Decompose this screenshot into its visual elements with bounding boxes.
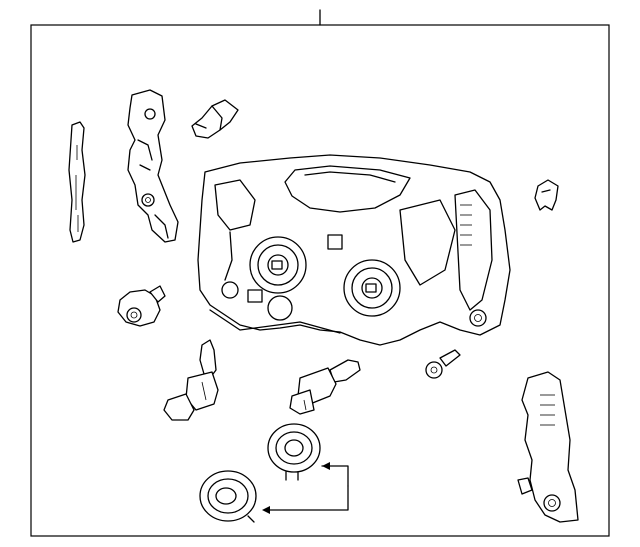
halogen-bulb-high-icon[interactable] bbox=[289, 359, 361, 415]
side-marker-bulb-icon[interactable] bbox=[117, 285, 166, 327]
headlamp-assembly-icon[interactable] bbox=[197, 154, 511, 346]
halogen-bulb-low-icon[interactable] bbox=[163, 339, 219, 421]
clip-connector-icon[interactable] bbox=[191, 99, 239, 139]
cap-b-icon[interactable] bbox=[199, 470, 257, 523]
cap-a-icon[interactable] bbox=[267, 423, 321, 481]
mounting-screw-icon[interactable] bbox=[425, 349, 461, 379]
frame bbox=[30, 9, 610, 537]
adjuster-bracket-left-icon[interactable] bbox=[127, 89, 179, 243]
retainer-clip-icon[interactable] bbox=[534, 179, 559, 211]
adjuster-bracket-right-icon[interactable] bbox=[517, 371, 579, 523]
callout-bracket bbox=[262, 462, 349, 514]
trim-strip-icon[interactable] bbox=[68, 121, 86, 243]
